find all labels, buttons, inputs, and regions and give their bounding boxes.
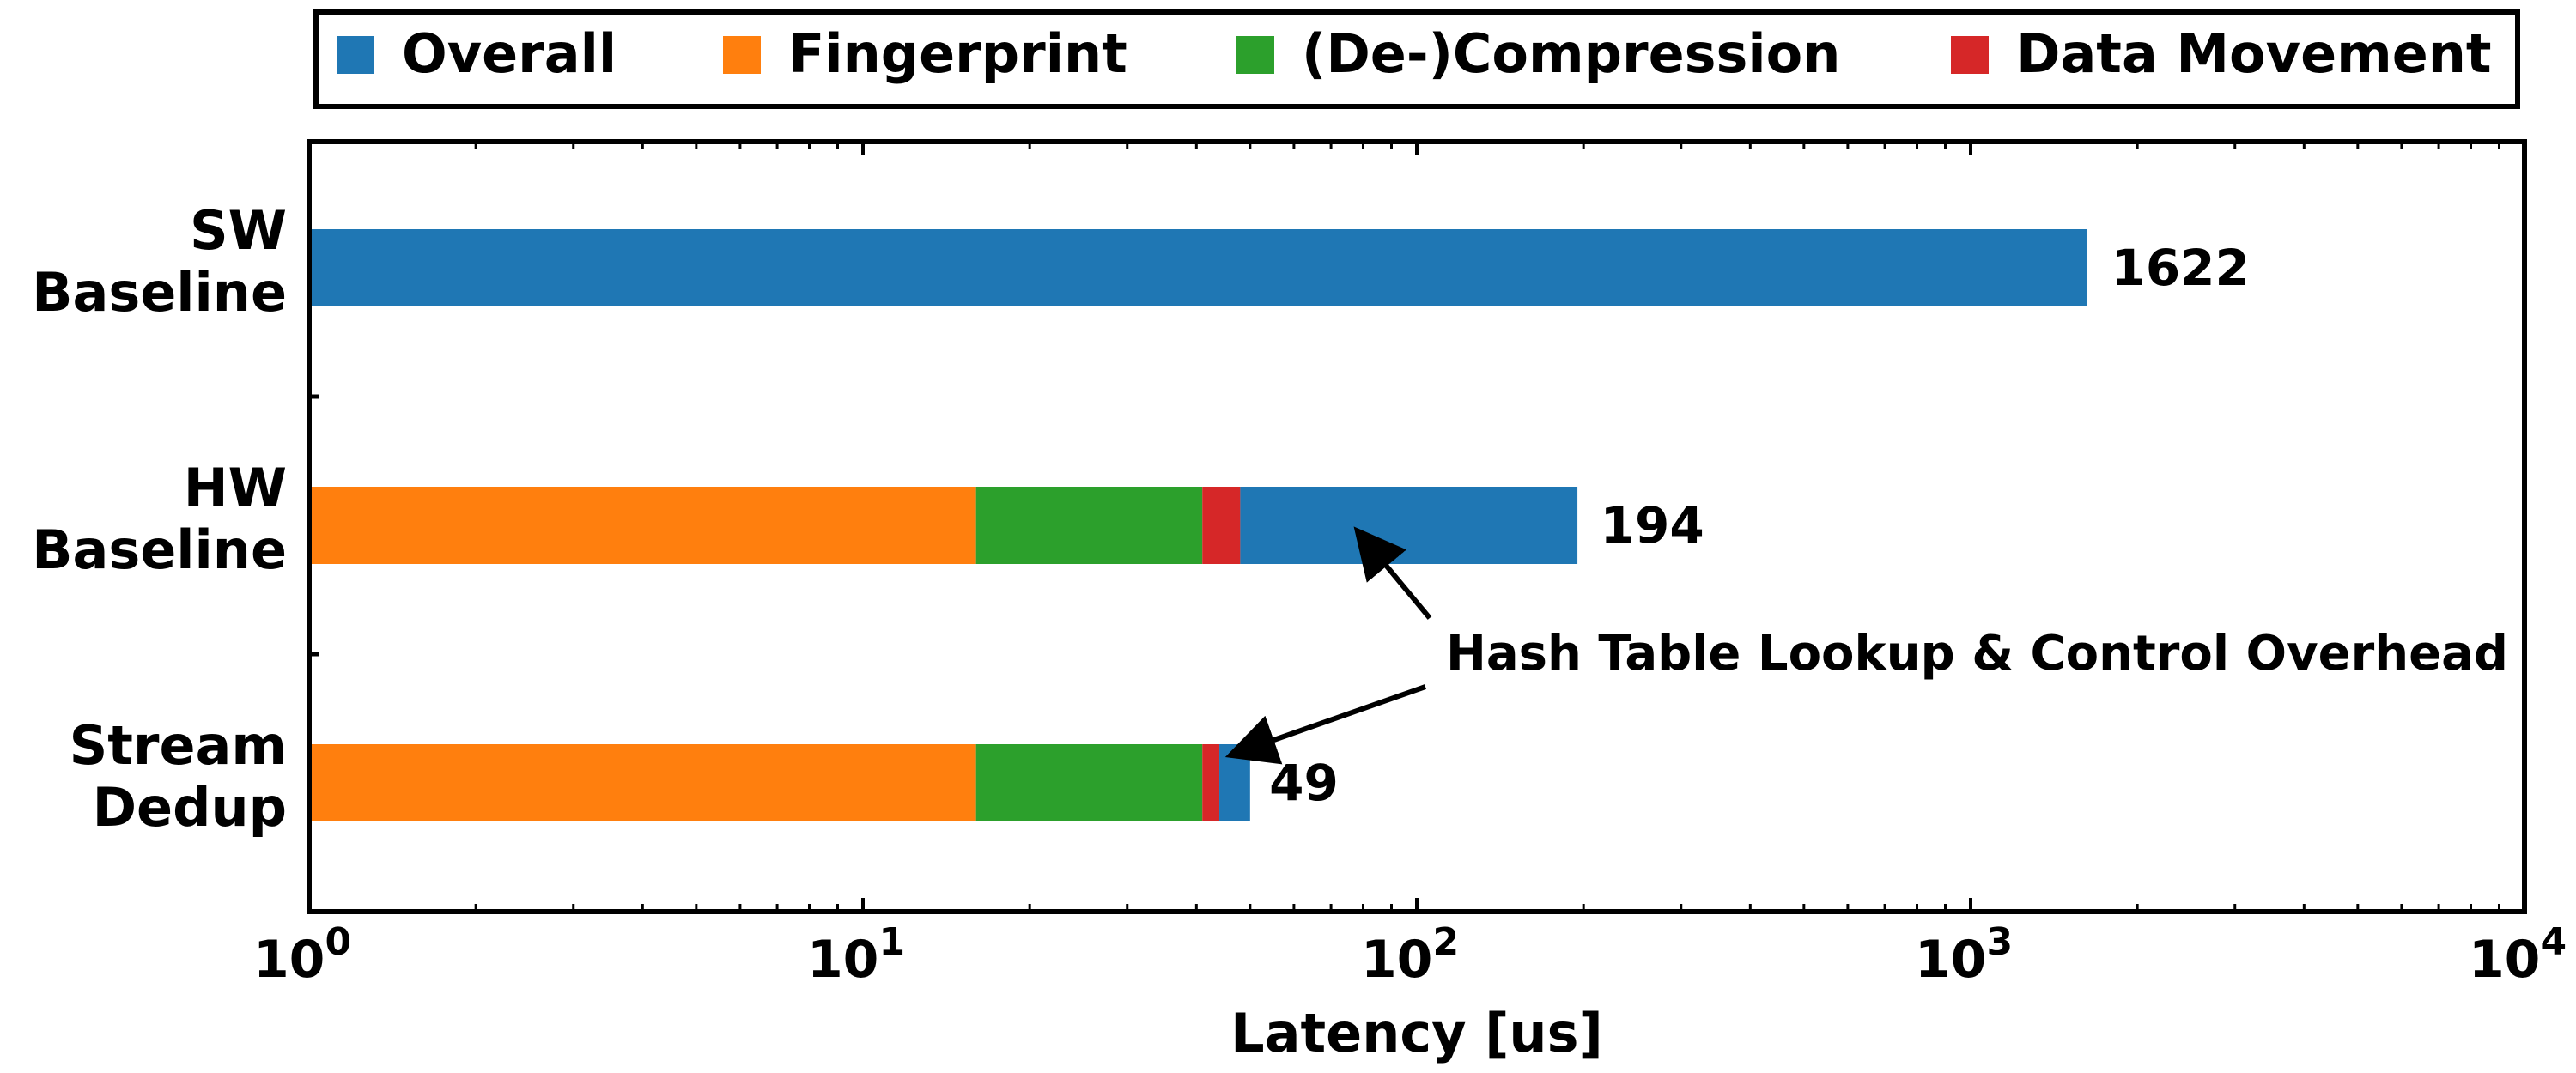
legend-swatch-1 xyxy=(723,36,761,74)
axes xyxy=(307,139,2527,914)
legend-label-2: (De-)Compression xyxy=(1302,22,1840,85)
annotation: Hash Table Lookup & Control Overhead xyxy=(1224,526,2508,765)
x-tick-exponent: 4 xyxy=(2540,920,2567,964)
legend-label-0: Overall xyxy=(402,22,617,85)
annotation-text: Hash Table Lookup & Control Overhead xyxy=(1446,626,2508,682)
x-tick-exponent: 3 xyxy=(1986,920,2013,964)
category-label-0-1: Baseline xyxy=(32,261,287,324)
x-tick-exponent: 1 xyxy=(878,920,905,964)
value-label-2: 49 xyxy=(1269,754,1339,812)
legend: Overall Fingerprint (De-)Compression Data M… xyxy=(313,9,2520,109)
bar-segment-2-1 xyxy=(975,744,1203,821)
category-label-0-0: SW xyxy=(190,199,287,262)
x-tick-label-4: 104 xyxy=(2469,920,2567,990)
bar-segment-1-1 xyxy=(975,487,1203,564)
x-tick-label-3: 103 xyxy=(1915,920,2013,990)
x-tick-label-0: 100 xyxy=(253,920,351,990)
bar-segment-2-0 xyxy=(309,744,976,821)
value-label-0: 1622 xyxy=(2111,239,2249,297)
category-label-1-1: Baseline xyxy=(32,518,287,581)
bar-segment-1-3 xyxy=(1240,487,1578,564)
x-tick-label-1: 101 xyxy=(807,920,905,990)
legend-label-1: Fingerprint xyxy=(788,22,1127,85)
x-tick-base: 10 xyxy=(2469,930,2541,990)
category-label-2-0: Stream xyxy=(70,714,287,777)
bar-segment-0-3 xyxy=(309,229,2087,306)
bar-segment-1-0 xyxy=(309,487,976,564)
x-tick-exponent: 0 xyxy=(325,920,351,964)
legend-swatch-3 xyxy=(1951,36,1989,74)
x-tick-base: 10 xyxy=(253,930,325,990)
legend-swatch-0 xyxy=(337,36,374,74)
bars xyxy=(309,229,2087,821)
category-label-2-1: Dedup xyxy=(93,776,287,839)
x-tick-base: 10 xyxy=(807,930,879,990)
legend-swatch-2 xyxy=(1236,36,1274,74)
x-tick-label-2: 102 xyxy=(1361,920,1459,990)
annotation-arrow-0 xyxy=(1353,526,1432,620)
x-tick-base: 10 xyxy=(1361,930,1433,990)
legend-label-3: Data Movement xyxy=(2016,22,2492,85)
value-label-1: 194 xyxy=(1601,496,1704,555)
x-tick-base: 10 xyxy=(1915,930,1987,990)
x-tick-exponent: 2 xyxy=(1432,920,1459,964)
x-axis-title: Latency [us] xyxy=(1230,1002,1603,1064)
annotation-arrow-1 xyxy=(1224,684,1426,765)
legend-frame xyxy=(313,9,2520,109)
bar-segment-2-2 xyxy=(1202,744,1220,821)
category-label-1-0: HW xyxy=(184,457,287,519)
bar-segment-1-2 xyxy=(1202,487,1241,564)
